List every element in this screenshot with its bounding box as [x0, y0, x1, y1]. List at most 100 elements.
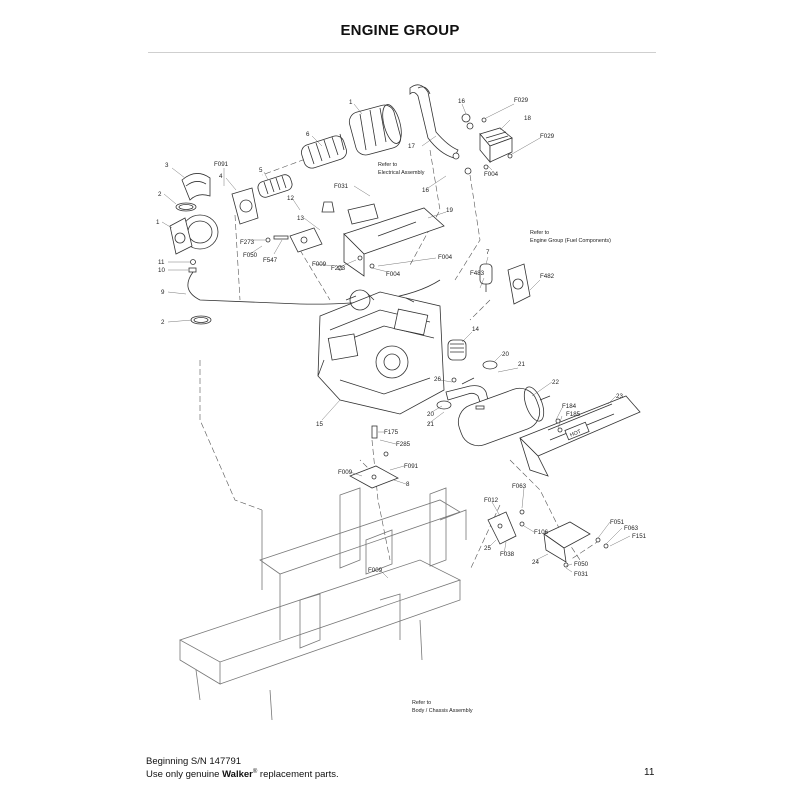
callout-F009: F009 [312, 261, 327, 268]
callout-18: 18 [524, 115, 531, 122]
callout-1: 1 [156, 219, 160, 226]
breather-tube [409, 84, 459, 159]
hose-clamp-upper [175, 202, 197, 212]
filter-mount-block [479, 127, 513, 164]
callout-17: 17 [408, 143, 415, 150]
callout-F482: F482 [540, 273, 555, 280]
callout-F273b: F273 [331, 265, 346, 272]
oil-filter [447, 339, 467, 361]
callout-1b: 1 [349, 99, 353, 106]
callout-21: 21 [518, 361, 525, 368]
callout-13: 13 [297, 215, 304, 222]
callout-F031: F031 [334, 183, 349, 190]
callout-F031b: F031 [574, 571, 589, 578]
muffler-heat-shield [519, 395, 641, 477]
callout-21b: 21 [427, 421, 434, 428]
callout-26: 26 [434, 376, 441, 383]
callout-F063b: F063 [624, 525, 639, 532]
air-cleaner-housing [169, 214, 219, 255]
page-title: ENGINE GROUP [340, 22, 460, 39]
engine [317, 289, 445, 415]
callout-16: 16 [458, 98, 465, 105]
chassis-frame [179, 487, 467, 721]
callout-F029: F029 [514, 97, 529, 104]
callout-5: 5 [259, 167, 263, 174]
engine-base-hardware [371, 425, 389, 457]
callout-F050b: F050 [574, 561, 589, 568]
callout-F175: F175 [384, 429, 399, 436]
fuel-ref-line2: Engine Group (Fuel Components) [530, 238, 611, 244]
electrical-ref-line2: Electrical Assembly [378, 170, 425, 176]
callout-F091b: F091 [404, 463, 419, 470]
chassis-ref-line1: Refer to [412, 700, 431, 706]
page-footer: Beginning S/N 147791 Use only genuine Wa… [146, 756, 339, 780]
callout-labels: 3 2 1 F091 4 5 6 1 16 F029 18 F029 17 16… [156, 97, 647, 578]
mounting-plate [349, 465, 399, 489]
callout-F483: F483 [470, 270, 485, 277]
callout-F051: F051 [610, 519, 625, 526]
callout-F184: F184 [562, 403, 577, 410]
leader-lines [161, 103, 631, 579]
muffler [457, 386, 551, 447]
fittings [188, 259, 197, 273]
air-cleaner-elbow [181, 173, 211, 201]
title-divider [148, 52, 656, 53]
hot-warning-label: HOT [569, 429, 582, 439]
callout-12: 12 [287, 195, 294, 202]
callout-14: 14 [472, 326, 479, 333]
callout-F547: F547 [263, 257, 278, 264]
callout-F185: F185 [566, 411, 581, 418]
mounting-bracket [289, 227, 323, 253]
callout-F050: F050 [243, 252, 258, 259]
callout-F029b: F029 [540, 133, 555, 140]
callout-F009c: F009 [368, 567, 383, 574]
callout-F009b: F009 [338, 469, 353, 476]
callout-23: 23 [616, 393, 623, 400]
callout-F038: F038 [500, 551, 515, 558]
callout-6: 6 [306, 131, 310, 138]
callout-2b: 2 [161, 319, 165, 326]
callout-25: 25 [484, 545, 491, 552]
grommets [452, 113, 474, 175]
safety-filter-element [257, 174, 293, 198]
genuine-parts-note: Use only genuine Walker® replacement par… [146, 769, 339, 781]
electrical-ref-line1: Refer to [378, 162, 397, 168]
muffler-bracket-right [543, 521, 591, 563]
fuel-ref-line1: Refer to [530, 230, 549, 236]
engine-cover-shield [343, 207, 445, 277]
page-number: 11 [644, 767, 655, 778]
callout-F004b: F004 [386, 271, 401, 278]
callout-7: 7 [486, 249, 490, 256]
fuel-pump [507, 263, 531, 305]
electrical-bracket [347, 203, 379, 225]
hardware-bolts-mid [265, 235, 375, 271]
air-cleaner-canister [348, 104, 402, 156]
bracket-hardware [519, 509, 609, 568]
exhaust-studs [451, 377, 563, 433]
callout-F012: F012 [484, 497, 499, 504]
callout-8: 8 [406, 481, 410, 488]
callout-16b: 16 [422, 187, 429, 194]
callout-24: 24 [532, 559, 539, 566]
chassis-ref-line2: Body / Chassis Assembly [412, 708, 473, 714]
rubber-bumper [321, 201, 335, 213]
callout-22: 22 [552, 379, 559, 386]
callout-15: 15 [316, 421, 323, 428]
callout-20: 20 [502, 351, 509, 358]
callout-F004: F004 [484, 171, 499, 178]
callout-10: 10 [158, 267, 165, 274]
callout-19: 19 [446, 207, 453, 214]
primary-filter-element [301, 133, 347, 169]
callout-F285: F285 [396, 441, 411, 448]
mounting-bracket-band [231, 187, 259, 225]
reference-notes: Refer to Electrical Assembly Refer to En… [378, 162, 611, 714]
callout-3: 3 [165, 162, 169, 169]
restriction-indicator-hose [187, 271, 441, 305]
callout-F273: F273 [240, 239, 255, 246]
muffler-bracket-left [487, 511, 517, 545]
hardware-screws-top [481, 117, 513, 170]
fuel-filter [479, 263, 493, 292]
callout-9: 9 [161, 289, 165, 296]
callout-F106: F106 [534, 529, 549, 536]
